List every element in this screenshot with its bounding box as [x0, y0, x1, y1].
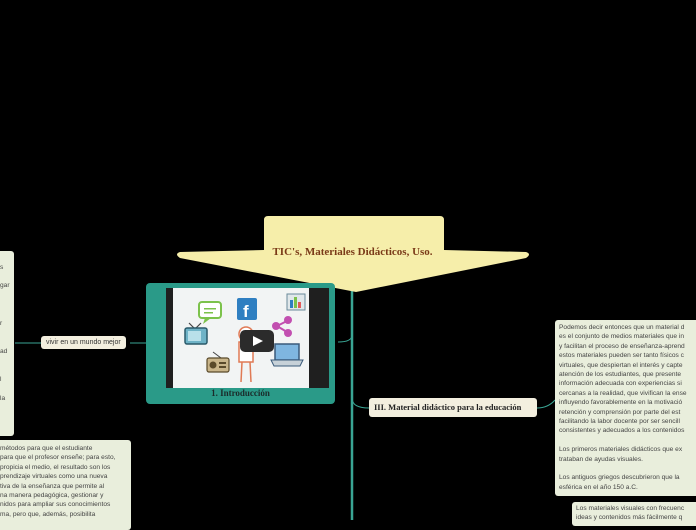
tv-icon	[184, 322, 208, 345]
video-card[interactable]: f	[146, 283, 335, 404]
note-line: métodos para que el estudiante	[0, 445, 93, 452]
note-line: propicia el medio, el resultado son los	[0, 463, 111, 471]
topic-node-material-didactico[interactable]: III. Material didáctico para la educació…	[369, 398, 537, 417]
branch-label-left[interactable]: vivir en un mundo mejor	[41, 336, 126, 349]
note-line: tiva de la enseñanza que permite al	[0, 482, 105, 490]
central-title-shape	[177, 216, 529, 292]
note-paragraph: Podemos decir entonces que un material d…	[559, 323, 696, 436]
note-line: consistentes y adecuados a los contenido…	[559, 427, 685, 435]
note-line: nidos para ampliar sus conocimientos	[0, 501, 111, 509]
note-line: información adecuada con experiencias si	[559, 380, 682, 388]
bar-chart-icon	[286, 293, 306, 311]
note-line: esférica en el año 150 a.C.	[559, 483, 638, 491]
note-line: prendizaje virtuales como una nueva	[0, 473, 108, 481]
facebook-icon: f	[237, 298, 257, 321]
note-line: retención y comprensión por parte del es…	[559, 408, 681, 416]
note-line: y facilitan el proceso de enseñanza-apre…	[559, 342, 685, 350]
note-line: Los primeros materiales didácticos que e…	[559, 446, 683, 454]
note-line: trataban de ayudas visuales.	[559, 455, 643, 463]
chat-bubble-icon	[198, 301, 222, 324]
note-fragment: l	[0, 376, 2, 383]
note-line: Los antiguos griegos descubrieron que la	[559, 474, 680, 482]
note-line: facilitando la labor docente por ser sen…	[559, 418, 680, 426]
note-line: ideas y contenidos más fácilmente q	[576, 514, 683, 522]
central-title[interactable]: TIC's, Materiales Didácticos, Uso.	[272, 246, 433, 258]
radio-icon	[206, 351, 230, 373]
video-player[interactable]: f	[166, 288, 329, 388]
note-line: atención de los estudiantes, que present…	[559, 371, 682, 379]
note-line: Los materiales visuales con frecuenc	[576, 505, 685, 512]
note-line: Podemos decir entonces que un material d	[559, 324, 685, 331]
note-paragraph: Los antiguos griegos descubrieron que la…	[559, 473, 696, 492]
laptop-icon	[270, 343, 304, 367]
note-line: estos materiales pueden ser tanto físico…	[559, 352, 684, 360]
left-note-top[interactable]: s gar r ad l la	[0, 251, 14, 436]
note-line: es el conjunto de medios materiales que …	[559, 333, 684, 341]
note-line: na manera pedagógica, gestionar y	[0, 492, 104, 500]
bottom-right-note[interactable]: Los materiales visuales con frecuenc ide…	[572, 502, 696, 526]
note-fragment: ad	[0, 348, 8, 355]
play-icon[interactable]	[240, 330, 274, 352]
right-note[interactable]: Podemos decir entonces que un material d…	[555, 320, 696, 496]
note-line: ma, pero que, además, posibilita	[0, 510, 96, 518]
note-paragraph: Los primeros materiales didácticos que e…	[559, 445, 696, 464]
note-line: influyendo favorablemente en la motivaci…	[559, 399, 683, 407]
note-line: virtuales, que despiertan el interés y c…	[559, 361, 683, 369]
note-fragment: la	[0, 395, 6, 402]
left-note-bottom[interactable]: métodos para que el estudiante para que …	[0, 440, 131, 530]
note-fragment: gar	[0, 282, 10, 289]
share-icon	[272, 316, 292, 337]
note-fragment: s	[0, 264, 4, 271]
note-line: para que el profesor enseñe; para esto,	[0, 454, 116, 462]
video-caption: 1. Introducción	[211, 388, 270, 398]
note-line: cercanas a la realidad, que vivifican la…	[559, 389, 687, 397]
note-fragment: r	[0, 320, 3, 327]
svg-text:f: f	[243, 302, 249, 321]
